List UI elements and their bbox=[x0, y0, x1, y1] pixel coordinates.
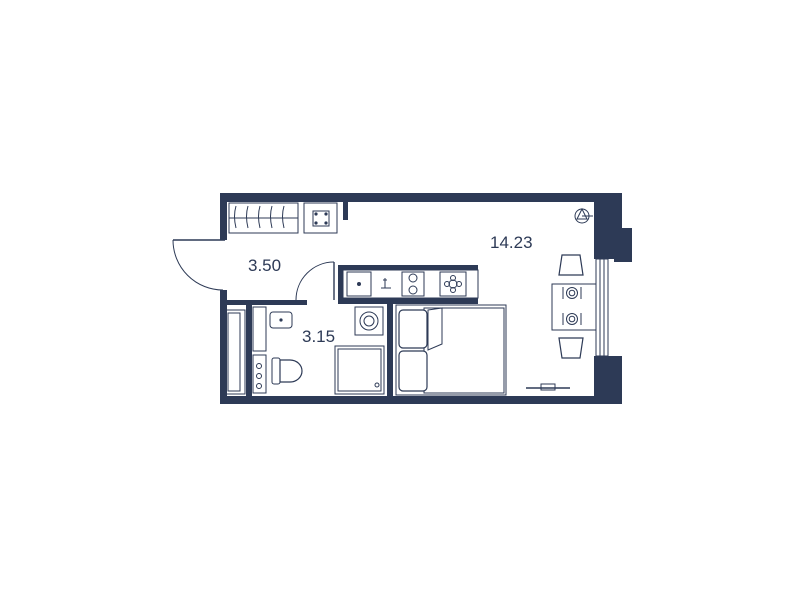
blanket-fold-icon bbox=[427, 307, 443, 351]
shower-icon bbox=[334, 345, 385, 395]
bath-wall-right bbox=[387, 300, 393, 396]
tv-stand-icon bbox=[526, 383, 570, 391]
left-wall-upper bbox=[220, 193, 227, 240]
toilet-icon bbox=[271, 357, 303, 385]
ceiling-light-icon bbox=[574, 207, 593, 224]
room-area-bathroom: 3.15 bbox=[302, 327, 335, 346]
hall-cabinet-icon bbox=[303, 202, 338, 234]
right-wall-lower bbox=[594, 356, 622, 404]
kitchen-counter bbox=[342, 269, 479, 299]
washing-machine-icon bbox=[354, 306, 384, 336]
pillow-icon bbox=[398, 350, 428, 392]
shelf-icon bbox=[252, 354, 267, 394]
kitchen-wall-bottom bbox=[338, 298, 478, 304]
sink-icon bbox=[252, 306, 293, 352]
bathroom-fixtures bbox=[222, 306, 385, 395]
interior-walls bbox=[227, 202, 478, 396]
top-wall bbox=[220, 193, 622, 202]
sink-icon bbox=[346, 271, 372, 297]
entrance-door-icon[interactable] bbox=[172, 239, 225, 291]
kitchen-wall-top bbox=[338, 265, 478, 270]
bath-wall-top bbox=[227, 300, 307, 305]
chair-icon bbox=[558, 254, 584, 276]
chair-icon bbox=[558, 337, 584, 359]
window-icon bbox=[595, 258, 609, 357]
kitchen-wall-left bbox=[338, 265, 343, 304]
bathroom-door-icon[interactable] bbox=[295, 261, 335, 301]
partition-short bbox=[343, 202, 348, 220]
faucet-icon bbox=[381, 278, 391, 289]
table-icon bbox=[551, 283, 597, 331]
bottom-wall bbox=[220, 396, 622, 404]
right-column bbox=[614, 228, 632, 262]
room-area-living: 14.23 bbox=[490, 233, 533, 252]
room-area-hall: 3.50 bbox=[248, 256, 281, 275]
bath-wall-left bbox=[246, 305, 252, 396]
fan-icon bbox=[439, 271, 467, 297]
radiator-icon bbox=[222, 309, 246, 395]
pillow-icon bbox=[398, 309, 428, 349]
stove-icon bbox=[401, 271, 425, 297]
bed-icon bbox=[395, 304, 507, 396]
wardrobe-icon bbox=[228, 202, 299, 234]
